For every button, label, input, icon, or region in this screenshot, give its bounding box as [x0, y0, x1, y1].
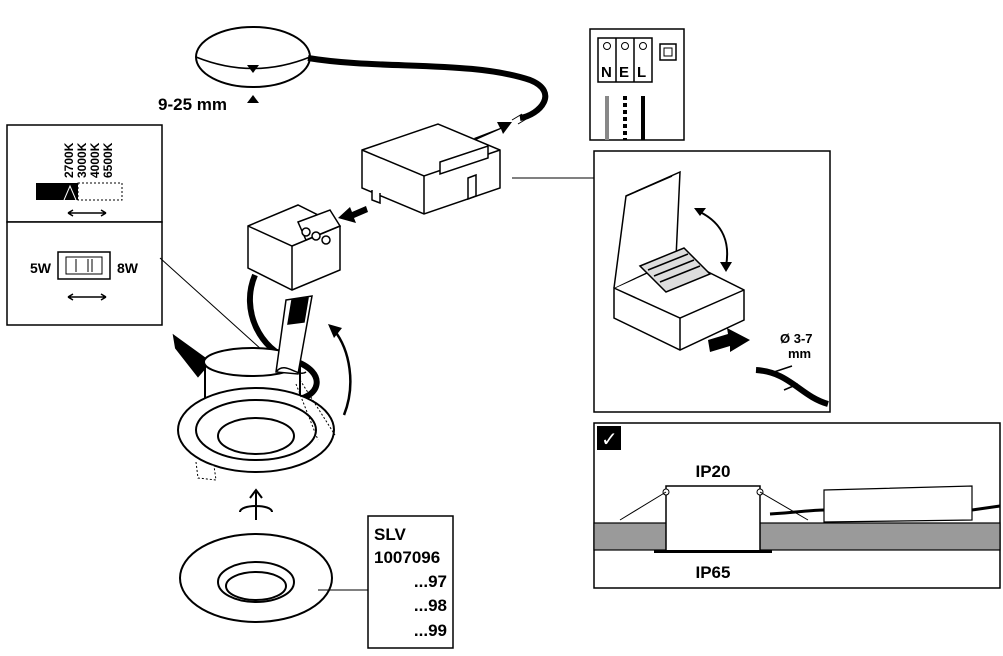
model-number: 1007096 — [374, 548, 440, 567]
color-temp-6500: 6500K — [101, 142, 115, 178]
detail-cable — [755, 367, 829, 407]
twist-arrow-icon — [239, 488, 273, 520]
power-high-label: 8W — [117, 260, 139, 276]
terminal-label-l: L — [637, 64, 646, 81]
power-low-label: 5W — [30, 260, 52, 276]
cover-ring — [179, 533, 333, 623]
ip65-label: IP65 — [696, 563, 731, 582]
open-lid-arrow-icon — [699, 211, 729, 267]
supply-cable — [307, 55, 549, 121]
leader-line — [159, 257, 263, 351]
cable-strip-mark — [511, 113, 529, 125]
model-list-box — [367, 515, 454, 649]
insert-arrow-icon — [474, 122, 512, 140]
model-variant-98: ...98 — [414, 596, 447, 615]
cable-diameter-value: Ø 3-7 — [780, 331, 813, 346]
cable-diameter-unit: mm — [788, 346, 811, 361]
color-temp-4000: 4000K — [88, 142, 102, 178]
spring-clip — [275, 295, 336, 441]
color-temp-2700: 2700K — [62, 142, 76, 178]
terminal-panel — [589, 28, 685, 141]
model-variant-97: ...97 — [414, 572, 447, 591]
power-switch-panel — [6, 221, 163, 326]
driver-open-detail — [593, 150, 831, 413]
brand-label: SLV — [374, 525, 406, 544]
cable-insert-arrow-icon — [708, 328, 750, 352]
model-variant-99: ...99 — [414, 621, 447, 640]
driver-box — [361, 123, 501, 215]
ceiling-cutout-disc — [195, 26, 311, 103]
connect-arrow-icon — [338, 206, 368, 223]
double-arrow-icon — [67, 209, 107, 217]
check-icon: ✓ — [601, 427, 618, 451]
ip20-label: IP20 — [696, 462, 731, 481]
color-temp-panel — [6, 124, 163, 223]
junction-box — [247, 204, 342, 291]
drill-thickness-label: 9-25 mm — [158, 95, 227, 114]
rotate-arrowhead-icon — [328, 324, 342, 338]
downlight-fixture — [172, 333, 335, 481]
terminal-label-e: E — [619, 64, 629, 81]
terminal-label-n: N — [601, 64, 612, 81]
installation-panel — [593, 422, 1001, 589]
rotate-arrow-icon — [333, 329, 352, 416]
color-temp-3000: 3000K — [75, 142, 89, 178]
double-arrow-icon — [67, 293, 107, 301]
